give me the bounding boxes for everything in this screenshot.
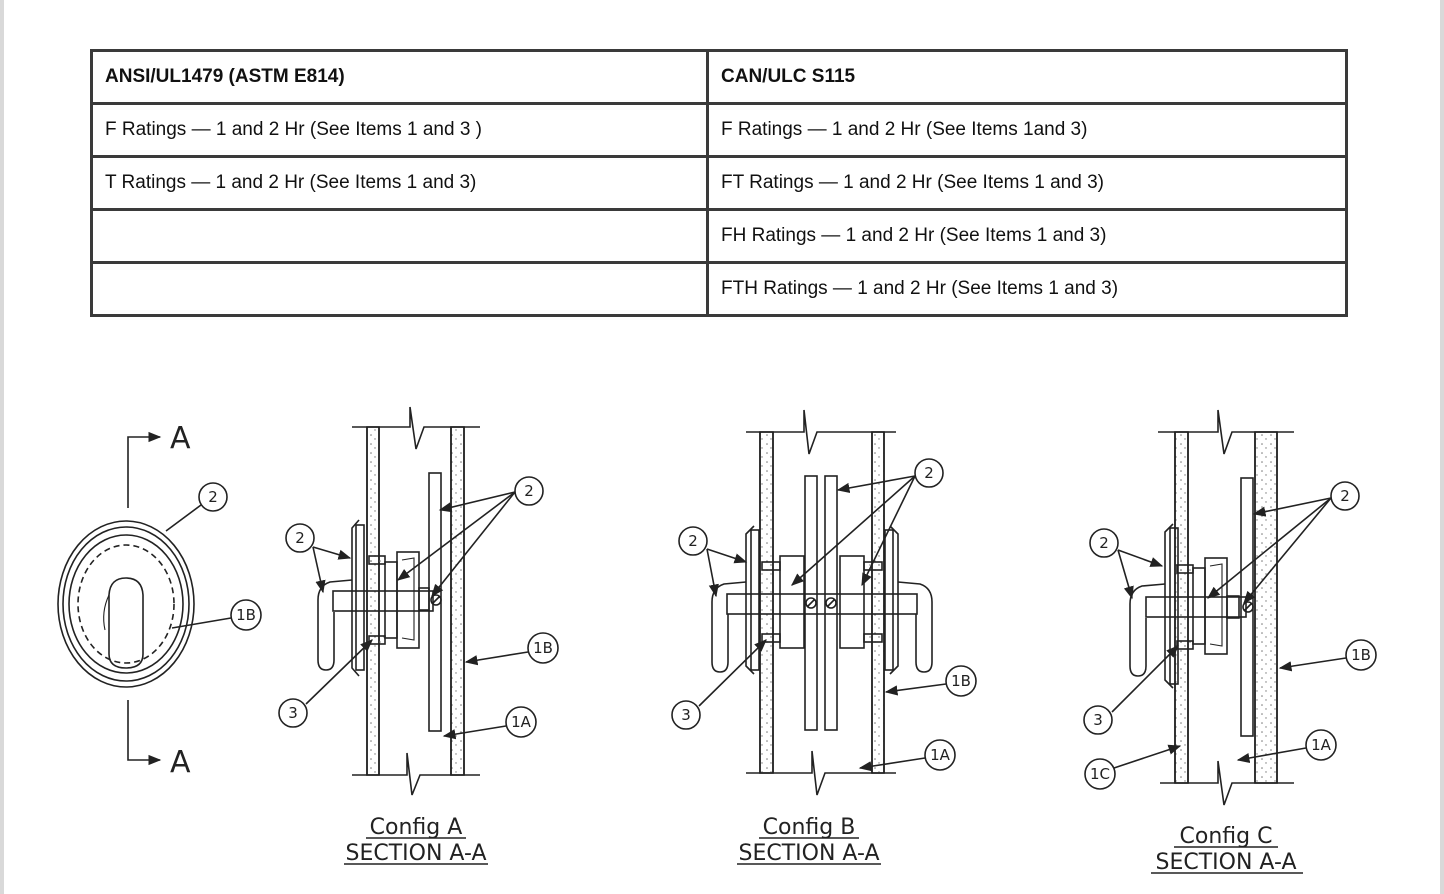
table-cell: T Ratings — 1 and 2 Hr (See Items 1 and … <box>90 155 709 211</box>
callout-label: 3 <box>1093 711 1103 729</box>
callout-label: 2 <box>688 532 698 550</box>
table-row: FH Ratings — 1 and 2 Hr (See Items 1 and… <box>90 208 1348 264</box>
callout-label: 1A <box>1311 736 1332 754</box>
callout-label: 1B <box>1351 646 1371 664</box>
callout-label: 3 <box>681 706 691 724</box>
table-header-row: ANSI/UL1479 (ASTM E814) CAN/ULC S115 <box>90 49 1348 105</box>
table-cell: FT Ratings — 1 and 2 Hr (See Items 1 and… <box>706 155 1348 211</box>
table-cell <box>90 261 709 317</box>
section-marker-top: A <box>170 421 191 456</box>
config-c-section <box>1083 409 1377 806</box>
config-b-section <box>671 409 977 796</box>
callout-label: 2 <box>208 488 218 506</box>
ratings-table: ANSI/UL1479 (ASTM E814) CAN/ULC S115 F R… <box>90 49 1348 317</box>
config-b-section-title: SECTION A-A <box>739 841 880 866</box>
config-a-caption: Config A <box>370 815 463 840</box>
config-c-caption: Config C <box>1180 824 1273 849</box>
callout-label: 1A <box>511 713 532 731</box>
callout-label: 1B <box>951 672 971 690</box>
callout-label: 3 <box>288 704 298 722</box>
callout-label: 2 <box>924 464 934 482</box>
header-ansi: ANSI/UL1479 (ASTM E814) <box>90 49 709 105</box>
table-row: FTH Ratings — 1 and 2 Hr (See Items 1 an… <box>90 261 1348 317</box>
table-cell: FTH Ratings — 1 and 2 Hr (See Items 1 an… <box>706 261 1348 317</box>
section-marker-bottom: A <box>170 745 191 780</box>
callout-label: 2 <box>524 482 534 500</box>
callout-label: 1A <box>930 746 951 764</box>
callout-label: 1B <box>236 606 256 624</box>
callout-label: 2 <box>1340 487 1350 505</box>
table-row: T Ratings — 1 and 2 Hr (See Items 1 and … <box>90 155 1348 211</box>
table-row: F Ratings — 1 and 2 Hr (See Items 1 and … <box>90 102 1348 158</box>
config-a-section-title: SECTION A-A <box>346 841 487 866</box>
config-b-caption: Config B <box>763 815 856 840</box>
page-edge-right <box>1440 0 1444 894</box>
technical-drawing: A A 2 1B 2 2 3 1B 1A 2 2 3 1B 1A 2 2 3 1… <box>57 406 1377 875</box>
callout-label: 2 <box>295 529 305 547</box>
table-cell: F Ratings — 1 and 2 Hr (See Items 1and 3… <box>706 102 1348 158</box>
callout-label: 2 <box>1099 534 1109 552</box>
table-cell <box>90 208 709 264</box>
table-cell: F Ratings — 1 and 2 Hr (See Items 1 and … <box>90 102 709 158</box>
header-can: CAN/ULC S115 <box>706 49 1348 105</box>
front-view <box>57 431 262 766</box>
config-c-section-title: SECTION A-A <box>1156 850 1297 875</box>
config-a-section <box>278 406 559 796</box>
page-edge-left <box>0 0 4 894</box>
table-cell: FH Ratings — 1 and 2 Hr (See Items 1 and… <box>706 208 1348 264</box>
callout-label: 1B <box>533 639 553 657</box>
callout-label: 1C <box>1090 765 1110 783</box>
